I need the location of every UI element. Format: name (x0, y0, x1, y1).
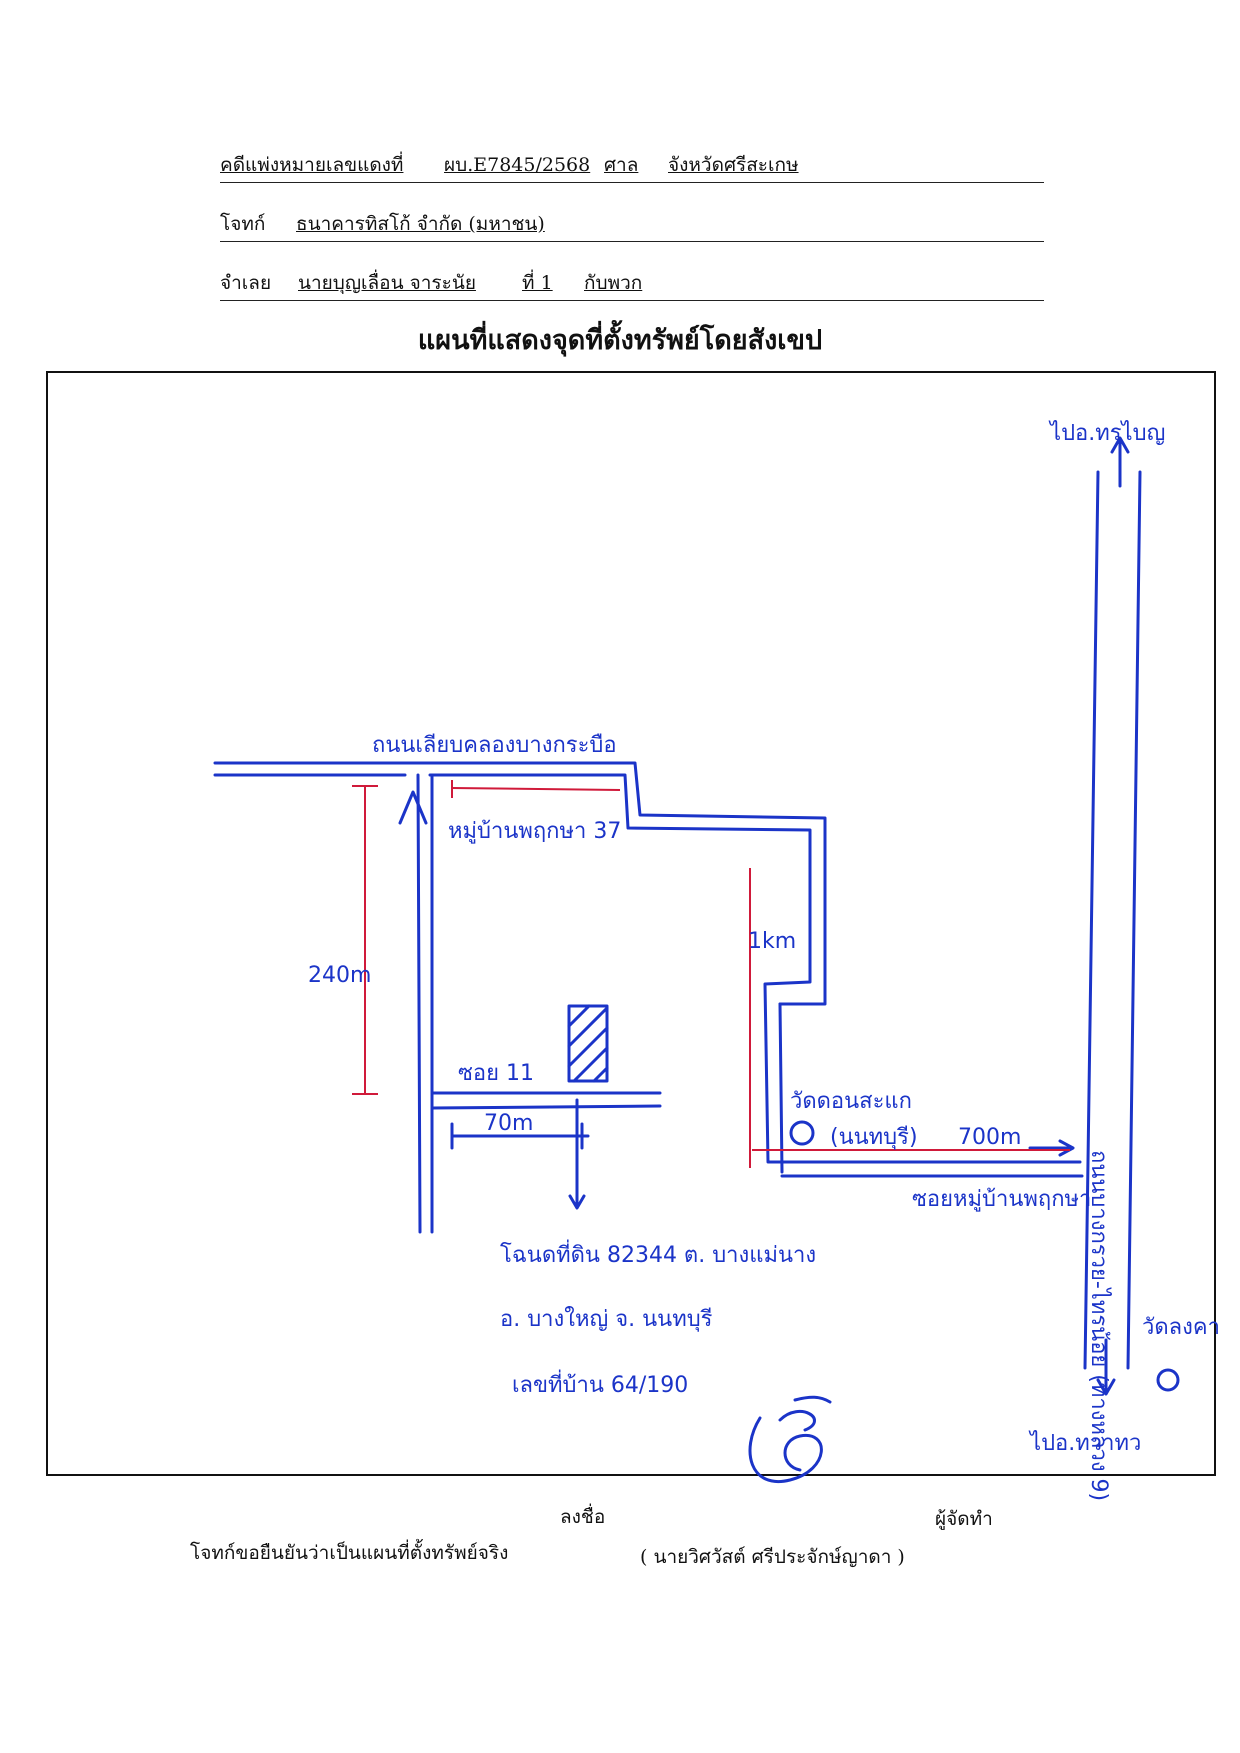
highway-left-line (1083, 470, 1100, 1370)
defendant-number: ที่ 1 (522, 272, 553, 294)
canal-road-label: ถนนเลียบคลองบางกระบือ (372, 733, 617, 758)
soi-lower-line (430, 1104, 662, 1110)
plaintiff-name: ธนาคารทิสโก้ จำกัด (มหาชน) (296, 213, 545, 235)
soi-label: ซอย 11 (458, 1061, 534, 1086)
plaintiff-confirmation: โจทก์ขอยืนยันว่าเป็นแผนที่ตั้งทรัพย์จริง (190, 1542, 509, 1564)
soi-entrance-label: ซอยหมู่บ้านพฤกษา (912, 1187, 1091, 1212)
temple-marker (789, 1120, 815, 1146)
defendant-label: จำเลย (220, 272, 272, 294)
defendant-suffix: กับพวก (584, 272, 643, 294)
temple-label: วัดดอนสะแก (790, 1089, 912, 1114)
property-parcel (567, 1004, 609, 1083)
north-arrow-head (1110, 436, 1130, 454)
temple-right-marker (1156, 1368, 1180, 1392)
defendant-name: นายบุญเลื่อน จาระนัย (298, 272, 476, 294)
soi-distance-label: 70m (484, 1111, 533, 1136)
signature-scribble (748, 1416, 823, 1484)
preparer-name: ( นายวิศวัสต์ ศรีประจักษ์ญาดา ) (640, 1546, 905, 1568)
house-number-line: เลขที่บ้าน 64/190 (512, 1369, 688, 1398)
sign-label: ลงชื่อ (560, 1506, 606, 1528)
temple-distance-label: 700m (958, 1125, 1021, 1150)
deed-number-line: โฉนดที่ดิน 82344 ต. บางแม่นาง (500, 1239, 816, 1268)
plaintiff-line: โจทก์ ธนาคารทิสโก้ จำกัด (มหาชน) (220, 211, 1044, 242)
temple-right-label: วัดลงคา (1142, 1315, 1220, 1340)
village-label: หมู่บ้านพฤกษา 37 (448, 819, 621, 844)
inner-road-left (778, 1002, 784, 1174)
case-number: ผบ.E7845/2568 (444, 154, 591, 176)
vertical-distance-label: 240m (308, 963, 371, 988)
south-arrow-head (1096, 1378, 1116, 1396)
highway-label: ถนนบางกรวย-ไทรน้อย (ทางหลวง 9) (1086, 1150, 1112, 1501)
temple-province-label: (นนทบุรี) (830, 1125, 918, 1150)
soi-inner-line (430, 773, 662, 1095)
south-direction-label: ไปอ.ทวาทว (1028, 1430, 1141, 1456)
soi-left-line (416, 773, 422, 1234)
soi-entrance-arrow (398, 790, 428, 825)
court-name: จังหวัดศรีสะเกษ (668, 154, 799, 176)
case-label: คดีแพ่งหมายเลขแดงที่ (220, 154, 404, 176)
highway-right-line (1126, 470, 1142, 1370)
case-number-line: คดีแพ่งหมายเลขแดงที่ ผบ.E7845/2568 ศาล จ… (220, 152, 1044, 183)
court-label: ศาล (604, 154, 639, 176)
canal-road-inner-line (428, 773, 1082, 1164)
plaintiff-label: โจทก์ (220, 213, 266, 235)
map-title: แผนที่แสดงจุดที่ตั้งทรัพย์โดยสังเขป (417, 325, 823, 356)
defendant-line: จำเลย นายบุญเลื่อน จาระนัย ที่ 1 กับพวก (220, 270, 1044, 301)
map-frame (46, 371, 1216, 1476)
north-direction-label: ไปอ.ทรไบญ (1048, 420, 1165, 446)
canal-road-top-line (213, 761, 827, 1006)
road-distance-label: 1km (748, 929, 796, 954)
deed-district-line: อ. บางใหญ่ จ. นนทบุรี (500, 1306, 713, 1332)
preparer-label: ผู้จัดทำ (935, 1508, 993, 1530)
